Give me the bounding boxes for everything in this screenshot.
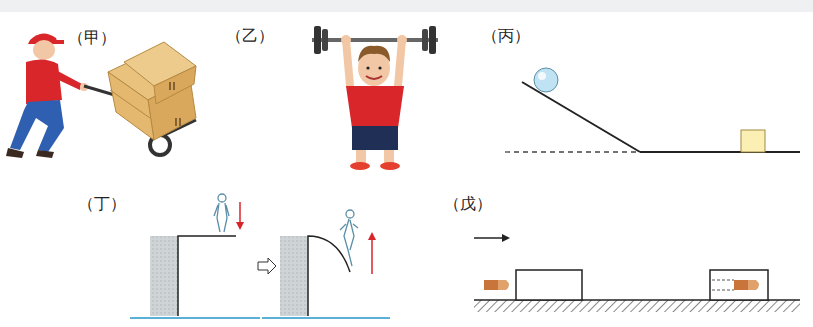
ramp-ball-block <box>505 68 800 152</box>
panel-label: （甲） <box>68 30 116 46</box>
panel-label: （丙） <box>482 28 530 44</box>
panel-label: （丁） <box>78 196 126 212</box>
worker-pushing-cart <box>6 33 196 158</box>
panel-label: （乙） <box>226 28 274 44</box>
bullet-block <box>474 234 800 312</box>
diving-board <box>130 194 390 318</box>
panel-label: （戊） <box>444 196 492 212</box>
weightlifter <box>312 26 438 170</box>
